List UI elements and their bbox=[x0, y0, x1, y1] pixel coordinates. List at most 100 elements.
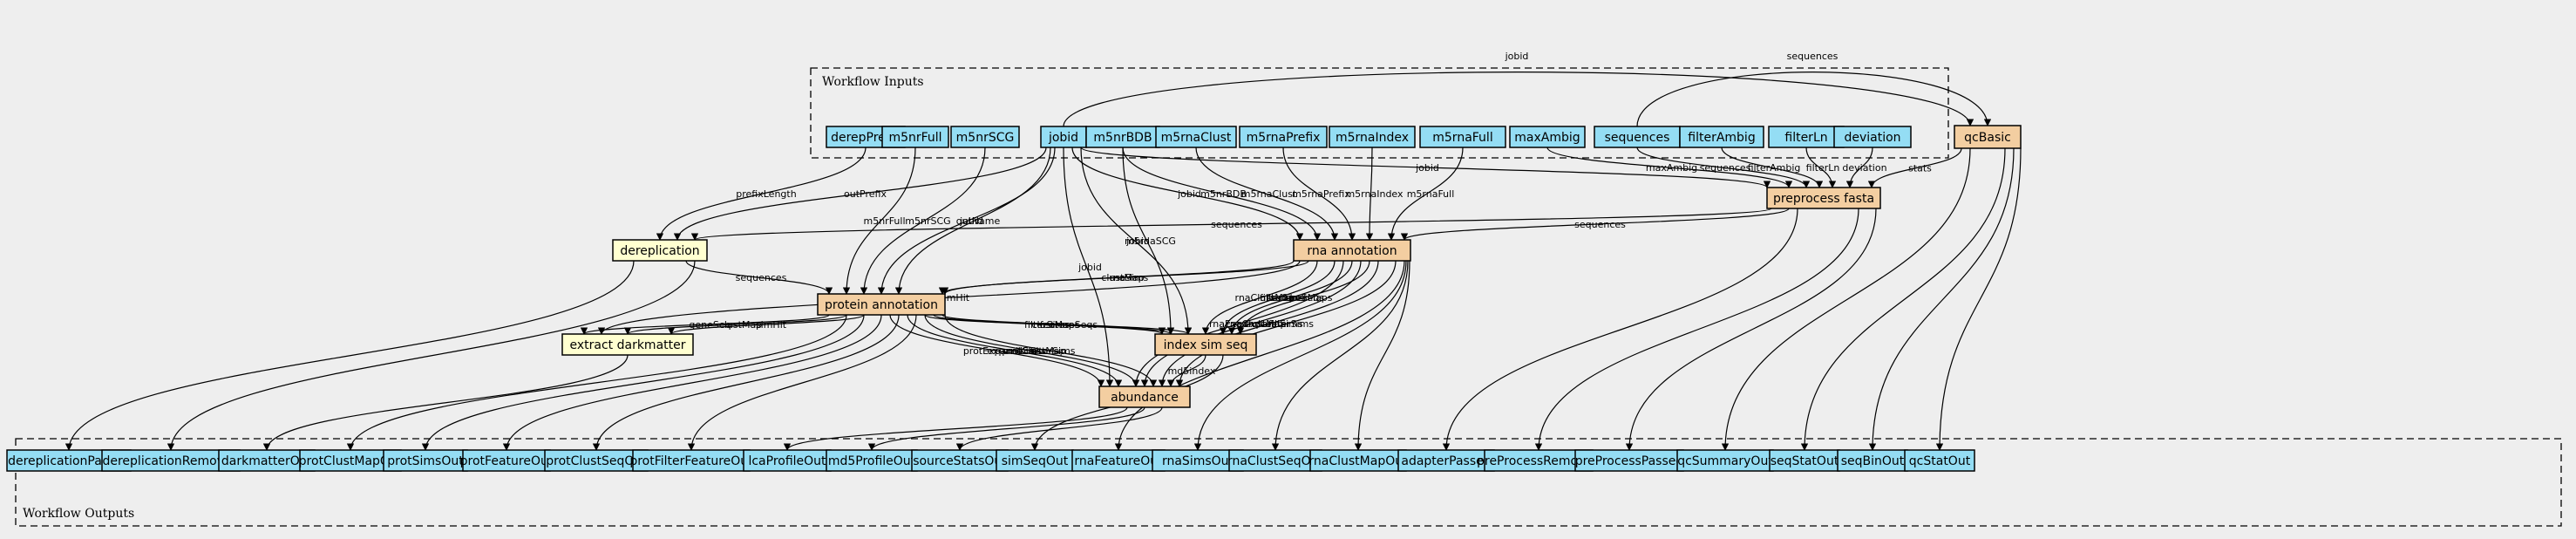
svg-text:simSeqOut: simSeqOut bbox=[1002, 454, 1069, 468]
output-protclustseqout: protClustSeqOut bbox=[544, 449, 649, 472]
input-m5rnafull: m5rnaFull bbox=[1419, 126, 1506, 148]
svg-text:protSimsOut: protSimsOut bbox=[387, 454, 464, 468]
edge-rna-annotation-to-index-sim-seq bbox=[1219, 260, 1336, 335]
svg-text:rnaClustSeqOut: rnaClustSeqOut bbox=[1227, 454, 1324, 468]
output-protfilterfeatureout: protFilterFeatureOut bbox=[629, 449, 753, 472]
edge-protein-annotation-to-extract-darkmatter bbox=[623, 314, 847, 335]
edge-label: filterSims bbox=[1268, 318, 1314, 330]
input-deviation: deviation bbox=[1833, 126, 1912, 148]
edge-label: m5rnaIndex bbox=[1345, 188, 1404, 200]
edge-label: sequences bbox=[1574, 219, 1626, 230]
edge-label: jobid bbox=[959, 215, 983, 227]
svg-text:rnaClustMapOut: rnaClustMapOut bbox=[1308, 454, 1408, 468]
edge-qcbasic-to-preprocess-fasta bbox=[1867, 147, 1962, 188]
edge-label: stats bbox=[1908, 163, 1932, 174]
step-protein-annotation: protein annotation bbox=[817, 293, 946, 316]
edge-label: simHit bbox=[756, 319, 787, 331]
input-filterln: filterLn bbox=[1768, 126, 1845, 148]
edge-jobid-to-abundance bbox=[1063, 147, 1114, 387]
edge-label: simHit bbox=[939, 292, 970, 304]
edge-rna-annotation-to-abundance bbox=[1158, 260, 1379, 387]
edge-rna-annotation-to-rnafeatureout bbox=[1114, 260, 1405, 451]
edge-label: jobid bbox=[1177, 188, 1201, 200]
output-rnafeatureout: rnaFeatureOut bbox=[1071, 449, 1166, 472]
edge-deviation-to-preprocess-fasta bbox=[1845, 147, 1873, 188]
edge-label: clustMap bbox=[1101, 272, 1144, 283]
edge-abundance-to-lcaprofileout bbox=[783, 406, 1128, 451]
step-qcbasic: qcBasic bbox=[1954, 125, 2022, 149]
workflow-outputs-label: Workflow Outputs bbox=[23, 507, 134, 521]
svg-text:lcaProfileOut: lcaProfileOut bbox=[748, 454, 826, 468]
svg-text:dereplication: dereplication bbox=[620, 244, 699, 258]
svg-text:maxAmbig: maxAmbig bbox=[1514, 131, 1580, 145]
svg-text:rnaSimsOut: rnaSimsOut bbox=[1162, 454, 1234, 468]
edge-m5nrscg-to-protein-annotation bbox=[860, 147, 986, 295]
edge-jobid-to-protein-annotation bbox=[877, 147, 1056, 295]
edge-rna-annotation-to-abundance bbox=[1175, 260, 1397, 387]
edge-label: sequences bbox=[736, 272, 787, 283]
edge-label: protExpandLca bbox=[963, 345, 1035, 357]
output-seqstatout: seqStatOut bbox=[1769, 449, 1840, 472]
edge-jobid-to-dereplication bbox=[673, 147, 1047, 241]
output-adapterpassed: adapterPassed bbox=[1397, 449, 1495, 472]
edge-label: featureSeqs bbox=[1040, 319, 1098, 331]
edge-jobid-to-index-sim-seq bbox=[1080, 147, 1193, 335]
edge-sequences-to-qcbasic bbox=[1636, 72, 1992, 127]
edge-label: clustMaps bbox=[1031, 319, 1079, 331]
edge-protein-annotation-to-abundance bbox=[944, 314, 1158, 387]
edge-label: clustMap bbox=[719, 319, 762, 331]
edge-label: filterAmbig bbox=[1748, 162, 1801, 174]
edge-dereplication-to-protein-annotation bbox=[685, 260, 833, 295]
edge-label: expandSims bbox=[1244, 318, 1303, 330]
svg-text:extract darkmatter: extract darkmatter bbox=[569, 338, 685, 352]
edge-filterambig-to-preprocess-fasta bbox=[1721, 147, 1824, 188]
edge-rna-annotation-to-rnaclustseqout bbox=[1271, 260, 1409, 451]
edge-jobid-to-protein-annotation bbox=[894, 147, 1051, 295]
edge-protein-annotation-to-abundance bbox=[889, 314, 1105, 387]
edge-preprocess-fasta-to-preprocesspassed bbox=[1625, 208, 1877, 451]
svg-text:seqStatOut: seqStatOut bbox=[1771, 454, 1839, 468]
edge-label: sequences bbox=[1700, 162, 1751, 174]
edge-rna-annotation-to-index-sim-seq bbox=[1227, 260, 1353, 335]
output-dereplicationremoved: dereplicationRemoved bbox=[101, 449, 241, 472]
svg-text:rnaFeatureOut: rnaFeatureOut bbox=[1074, 454, 1163, 468]
edge-label: rnaSims bbox=[1110, 272, 1149, 283]
edge-jobid-to-rna-annotation bbox=[1071, 147, 1304, 241]
edge-abundance-to-sourcestatsout bbox=[955, 406, 1163, 451]
edge-label: filterSims bbox=[1030, 345, 1075, 357]
edge-label: jobid bbox=[1415, 162, 1439, 174]
edge-label: sequences bbox=[1211, 219, 1262, 230]
edge-protein-annotation-to-index-sim-seq bbox=[924, 314, 1166, 335]
svg-text:seqBinOut: seqBinOut bbox=[1841, 454, 1905, 468]
edge-label: featureSeqs bbox=[1267, 292, 1324, 304]
edge-jobid-to-qcbasic bbox=[1063, 72, 1974, 127]
input-maxambig: maxAmbig bbox=[1509, 126, 1586, 148]
step-dereplication: dereplication bbox=[612, 239, 708, 262]
edge-rna-annotation-to-protein-annotation bbox=[938, 260, 1309, 295]
svg-text:jobid: jobid bbox=[1048, 131, 1078, 145]
svg-text:rna annotation: rna annotation bbox=[1307, 244, 1397, 258]
edge-label: expandSims bbox=[987, 345, 1046, 357]
output-md5profileout: md5ProfileOut bbox=[826, 449, 918, 472]
edge-protein-annotation-to-abundance bbox=[924, 314, 1140, 387]
output-simseqout: simSeqOut bbox=[996, 449, 1074, 472]
edge-protein-annotation-to-extract-darkmatter bbox=[667, 314, 865, 335]
svg-text:filterLn: filterLn bbox=[1784, 131, 1827, 145]
svg-text:qcBasic: qcBasic bbox=[1964, 131, 2011, 145]
svg-text:sequences: sequences bbox=[1605, 131, 1670, 145]
input-m5rnaprefix: m5rnaPrefix bbox=[1239, 126, 1328, 148]
edge-extract-darkmatter-to-darkmatterout bbox=[262, 354, 629, 451]
input-m5rnaclust: m5rnaClust bbox=[1155, 126, 1237, 148]
output-qcstatout: qcStatOut bbox=[1904, 449, 1975, 472]
step-extract-darkmatter: extract darkmatter bbox=[561, 333, 694, 356]
edge-protein-annotation-to-protfeatureout bbox=[502, 314, 882, 451]
edge-label: rnaClustMap bbox=[1234, 292, 1295, 304]
edge-label: m5rnaFull bbox=[1407, 188, 1455, 200]
output-qcsummaryout: qcSummaryOut bbox=[1676, 449, 1774, 472]
svg-text:m5nrFull: m5nrFull bbox=[888, 131, 941, 145]
svg-text:protFeatureOut: protFeatureOut bbox=[460, 454, 554, 468]
svg-text:index sim seq: index sim seq bbox=[1164, 338, 1248, 352]
edge-m5rnaindex-to-rna-annotation bbox=[1365, 147, 1374, 241]
edge-protein-annotation-to-extract-darkmatter bbox=[580, 314, 830, 335]
